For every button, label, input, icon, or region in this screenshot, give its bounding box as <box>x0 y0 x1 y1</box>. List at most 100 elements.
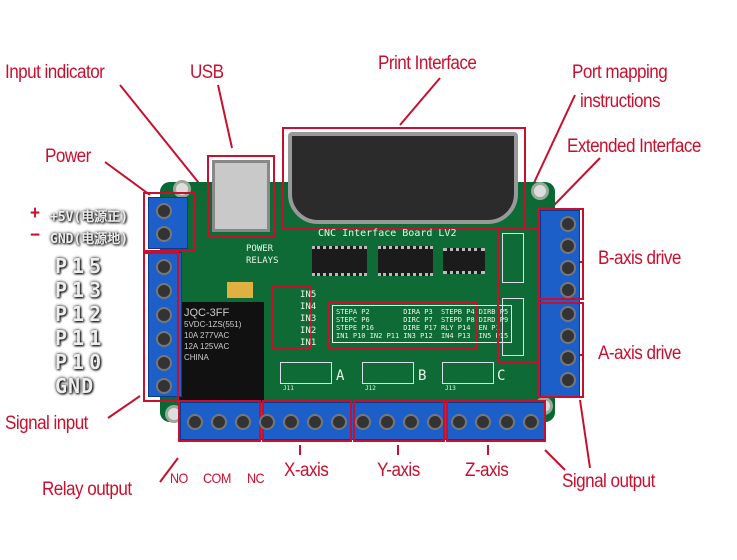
db25-parallel-port <box>288 132 518 224</box>
screw <box>523 414 539 430</box>
ic-chip <box>378 246 433 276</box>
mapping-cell: DIRB P5 <box>478 308 509 316</box>
z-axis-box <box>446 400 546 442</box>
label-port-mapping-2: instructions <box>580 91 661 112</box>
screw <box>156 378 172 394</box>
minus-sign: − <box>30 225 40 246</box>
label-x-axis: X-axis <box>284 460 329 481</box>
mapping-cell: DIRD P9 <box>478 316 509 324</box>
connector-c-label: C <box>497 368 506 384</box>
label-extended-interface: Extended Interface <box>567 136 701 157</box>
label-print-interface: Print Interface <box>378 53 477 74</box>
b-axis-box <box>537 208 584 300</box>
mapping-cell: STEPA P2 <box>336 308 370 316</box>
signal-input-terminal <box>148 252 182 397</box>
mapping-cell: IN1 P10 IN2 P11 <box>336 332 400 340</box>
jack-label: J11 <box>283 385 294 392</box>
screw <box>156 226 172 242</box>
ic-chip <box>443 248 485 274</box>
screw <box>156 283 172 299</box>
power-led-label: POWER <box>246 244 274 254</box>
pin-label-p12: P12 <box>55 302 107 326</box>
screw <box>156 355 172 371</box>
pin-label-p10: P10 <box>55 350 107 374</box>
mapping-cell: IN5 P15 <box>478 332 509 340</box>
label-input-indicator: Input indicator <box>5 62 105 83</box>
mapping-cell: DIRE P17 <box>403 324 437 332</box>
mapping-cell: DIRA P3 <box>403 308 433 316</box>
screw <box>451 414 467 430</box>
capacitor <box>227 282 253 298</box>
screw <box>259 414 275 430</box>
relay-text: CHINA <box>184 353 209 362</box>
a-axis-box <box>537 302 584 398</box>
screw <box>560 328 576 344</box>
screw <box>187 414 203 430</box>
mapping-cell: IN4 P13 <box>440 332 471 340</box>
mapping-cell: RLY P14 <box>440 324 471 332</box>
board-title: CNC Interface Board LV2 <box>318 228 457 239</box>
screw <box>355 414 371 430</box>
screw <box>211 414 227 430</box>
screw <box>331 414 347 430</box>
screw <box>560 216 576 232</box>
relay: JQC-3FF 5VDC-1ZS(551) 10A 277VAC 12A 125… <box>178 302 264 406</box>
label-port-mapping: Port mapping <box>572 62 668 83</box>
extended-header <box>502 233 524 283</box>
connector-a-label: A <box>336 368 345 384</box>
screw <box>379 414 395 430</box>
screw <box>475 414 491 430</box>
screw <box>156 259 172 275</box>
jack-label: J13 <box>445 385 456 392</box>
label-a-axis: A-axis drive <box>598 343 681 364</box>
mapping-cell: EN P1 <box>478 324 500 332</box>
relays-led-label: RELAYS <box>246 256 279 266</box>
screw <box>235 414 251 430</box>
label-usb: USB <box>190 62 224 83</box>
input-label: IN4 <box>300 302 317 312</box>
input-label: IN3 <box>300 314 317 324</box>
label-com: COM <box>203 470 231 486</box>
vcc-label: +5V(电源正) <box>50 210 129 225</box>
input-indicator-box <box>272 285 312 350</box>
screw <box>560 350 576 366</box>
pin-label-p11: P11 <box>55 326 107 350</box>
port-mapping-box <box>328 302 478 350</box>
y-axis-box <box>353 400 445 442</box>
mapping-cell: IN3 P12 <box>403 332 433 340</box>
screw <box>560 282 576 298</box>
label-b-axis: B-axis drive <box>598 248 681 269</box>
mapping-cell: STEPC P6 <box>336 316 370 324</box>
mapping-cell: STEPD P8 <box>440 316 475 324</box>
pin-label-p13: P13 <box>55 278 107 302</box>
input-label: IN5 <box>300 290 317 300</box>
mapping-cell: STEPE P16 <box>336 324 374 332</box>
screw <box>156 203 172 219</box>
usb-box <box>207 155 275 237</box>
relay-text: 10A 277VAC <box>184 331 230 340</box>
extended-header <box>502 298 524 356</box>
jack-label: J12 <box>365 385 376 392</box>
input-label: IN2 <box>300 326 317 336</box>
screw <box>560 372 576 388</box>
relay-text: 12A 125VAC <box>184 342 230 351</box>
mapping-cell: STEPB P4 <box>440 308 475 316</box>
screw <box>427 414 443 430</box>
signal-input-box <box>143 252 179 402</box>
print-interface-box <box>282 127 526 230</box>
screw <box>307 414 323 430</box>
connector-b-label: B <box>418 368 427 384</box>
header-c <box>442 362 494 384</box>
gnd-label: GND(电源地) <box>50 232 129 247</box>
label-y-axis: Y-axis <box>377 460 420 481</box>
label-relay-output: Relay output <box>42 479 132 500</box>
mapping-cell: DIRC P7 <box>403 316 433 324</box>
screw <box>560 260 576 276</box>
screw <box>156 331 172 347</box>
label-nc: NC <box>247 470 265 486</box>
usb-port <box>212 160 270 232</box>
pin-label-p15: P15 <box>55 254 107 278</box>
label-signal-input: Signal input <box>5 413 88 434</box>
power-box <box>143 192 195 252</box>
